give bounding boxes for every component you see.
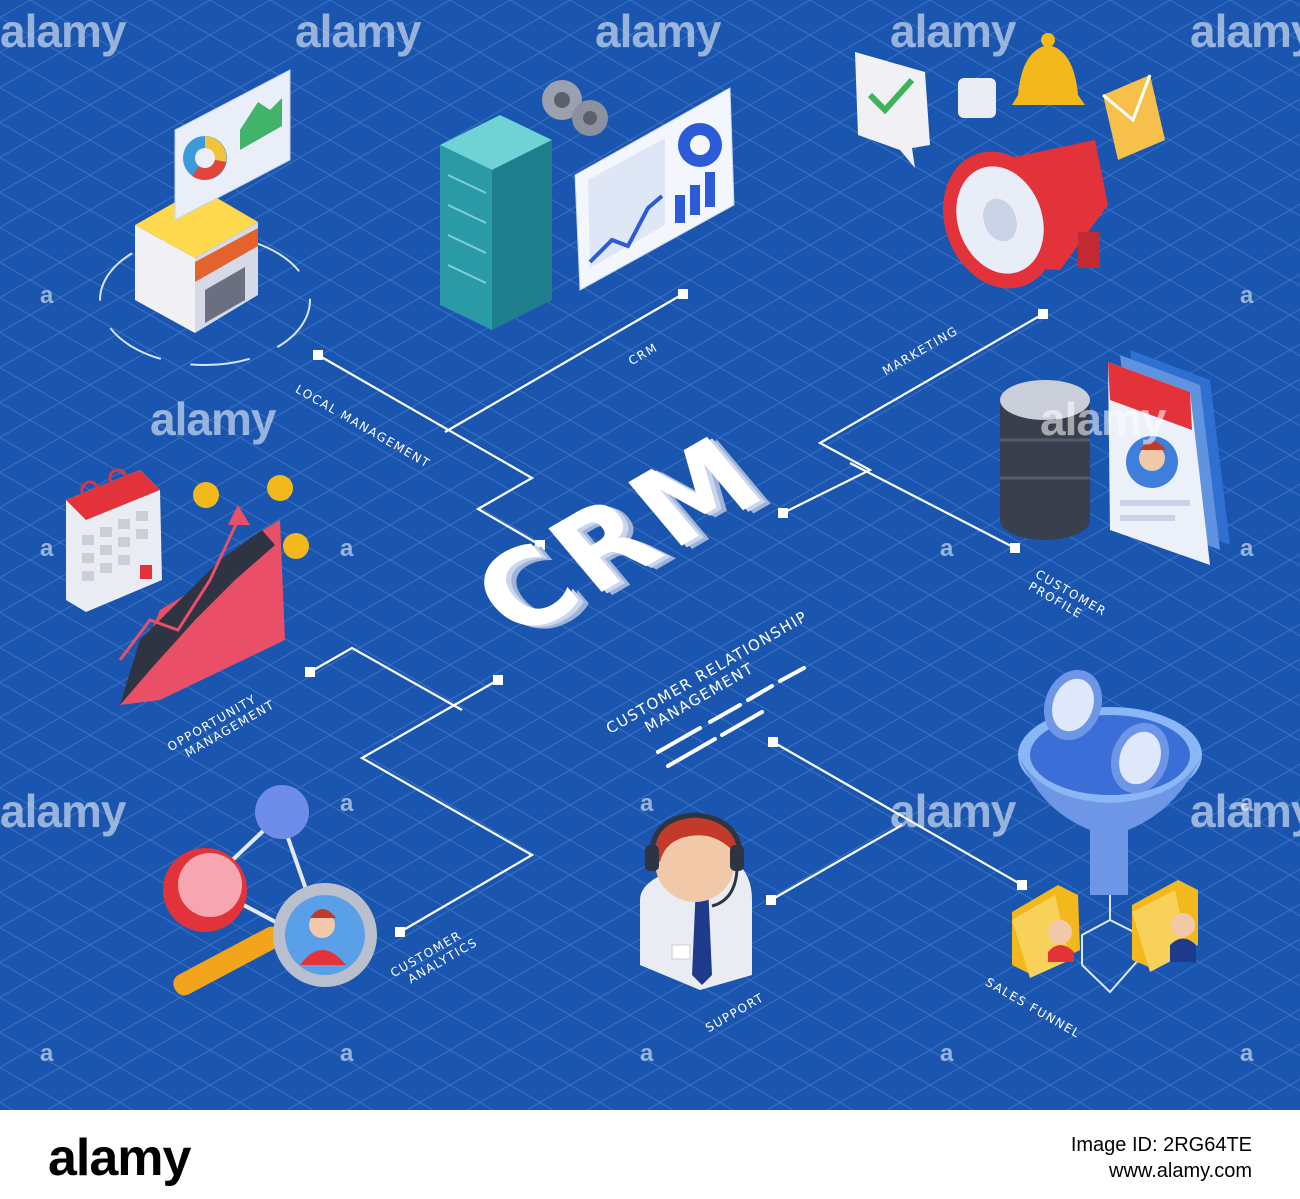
- connector-sales-funnel: [772, 741, 1023, 886]
- decorative-dashes: [656, 666, 806, 768]
- connector-customer-profile: [849, 462, 1016, 549]
- watermark-text: alamy: [1040, 393, 1166, 445]
- watermark-text: alamy: [0, 5, 126, 57]
- watermark-mark: a: [340, 790, 354, 817]
- diagram-canvas: a a a a a a a a a a a a a a alamy alamy …: [0, 0, 1300, 1110]
- connector-support: [770, 824, 903, 901]
- watermark-mark: a: [940, 1040, 954, 1067]
- watermark-text: alamy: [1190, 785, 1300, 837]
- footer-site: www.alamy.com: [1109, 1160, 1252, 1182]
- network-magnifier-icon: [163, 785, 377, 996]
- megaphone-icon: [855, 33, 1165, 289]
- footer-logo: alamy: [48, 1129, 191, 1187]
- stock-footer: alamy Image ID: 2RG64TE www.alamy.com: [0, 1110, 1300, 1199]
- calendar-growth-icon: [66, 468, 309, 705]
- connector-marketing: [782, 313, 1044, 514]
- watermark-text: alamy: [890, 5, 1016, 57]
- watermark-mark: a: [640, 1040, 654, 1067]
- watermark-mark: a: [1240, 1040, 1254, 1067]
- connector-lines: [309, 293, 1044, 933]
- watermark-text: alamy: [1190, 5, 1300, 57]
- watermark-mark: a: [1240, 535, 1254, 562]
- watermark-mark: a: [640, 790, 654, 817]
- sales-funnel-icon: [1012, 669, 1202, 994]
- shop-icon: [99, 69, 311, 366]
- watermark-mark: a: [40, 535, 54, 562]
- watermark-mark: a: [40, 282, 54, 309]
- connector-crm: [444, 293, 684, 433]
- watermark-mark: a: [340, 535, 354, 562]
- watermark-text: alamy: [295, 5, 421, 57]
- server-dashboard-icon: [440, 80, 735, 330]
- watermark-text: alamy: [890, 785, 1016, 837]
- connector-customer-analytics: [359, 679, 535, 933]
- connector-endpoints: [305, 289, 1048, 937]
- watermark-mark: a: [1240, 790, 1254, 817]
- watermark-text: alamy: [0, 785, 126, 837]
- watermark-text: alamy: [595, 5, 721, 57]
- support-agent-icon: [640, 812, 752, 990]
- database-profile-icon: [1000, 350, 1230, 565]
- connector-opportunity: [309, 646, 463, 711]
- watermark-mark: a: [1240, 282, 1254, 309]
- watermark-mark: a: [340, 1040, 354, 1067]
- watermark-mark: a: [940, 535, 954, 562]
- watermark-text: alamy: [150, 393, 276, 445]
- footer-info: Image ID: 2RG64TE www.alamy.com: [1071, 1132, 1252, 1184]
- watermark-mark: a: [40, 1040, 54, 1067]
- connector-local-management: [317, 354, 541, 546]
- diagram-graphics: [0, 0, 1300, 1110]
- footer-image-id: Image ID: 2RG64TE: [1070, 1134, 1252, 1156]
